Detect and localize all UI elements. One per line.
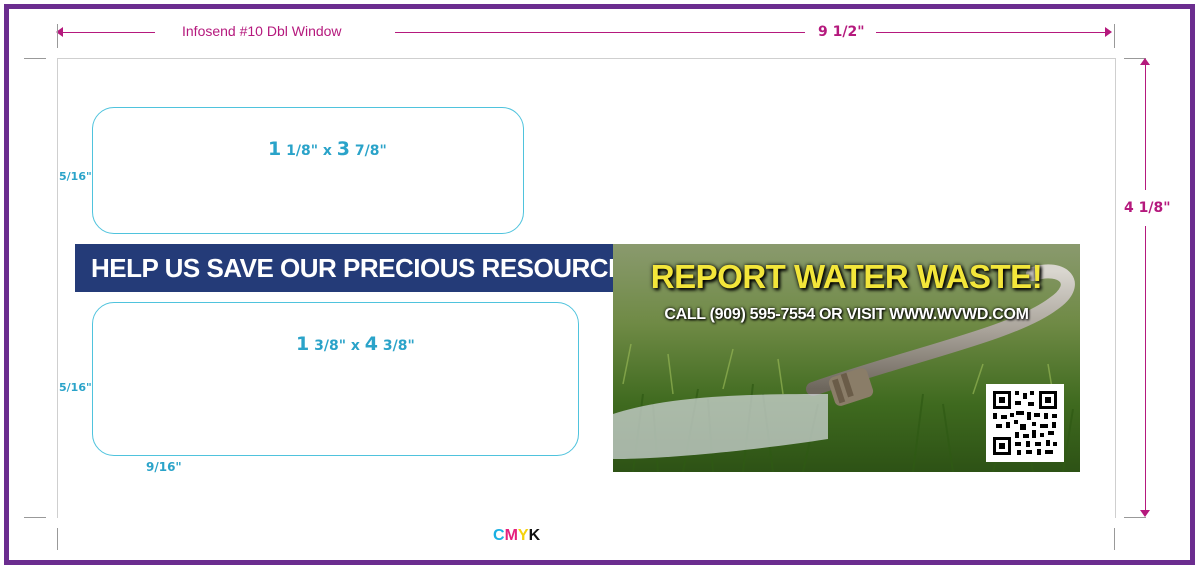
water-waste-ad: REPORT WATER WASTE! CALL (909) 595-7554 … <box>613 244 1080 472</box>
window-top-side-offset: 5/16" <box>59 170 92 183</box>
crop-mark <box>1114 528 1115 550</box>
width-label: 9 1/2" <box>818 24 865 40</box>
window-top-size-a: 1 <box>268 138 282 160</box>
cmyk-m: M <box>504 527 518 544</box>
window-top-size-b: 3 <box>336 138 351 160</box>
ad-title: REPORT WATER WASTE! <box>650 258 1043 295</box>
top-dim-line-left <box>60 32 155 33</box>
window-bottom <box>92 302 579 456</box>
window-bottom-size-a-frac: 3/8" x <box>309 338 365 354</box>
window-bottom-side-offset: 5/16" <box>59 381 92 394</box>
arrow-up-icon <box>1140 58 1150 65</box>
height-label: 4 1/8" <box>1124 200 1171 216</box>
arrow-down-icon <box>1140 510 1150 517</box>
window-top <box>92 107 524 234</box>
window-bottom-size-b: 4 <box>364 333 379 355</box>
arrow-right-icon <box>1105 27 1112 37</box>
qr-code-icon <box>986 384 1064 462</box>
window-top-size-b-frac: 7/8" <box>350 143 387 159</box>
crop-mark <box>24 517 46 518</box>
right-dim-line-bottom <box>1145 226 1146 511</box>
top-dim-line-mid <box>395 32 805 33</box>
window-top-size-label: 1 1/8" x 3 7/8" <box>268 138 387 160</box>
crop-mark <box>57 528 58 550</box>
cmyk-c: C <box>493 527 505 544</box>
envelope-title: Infosend #10 Dbl Window <box>182 23 342 39</box>
cmyk-label: CMYK <box>493 527 540 545</box>
crop-mark <box>1124 517 1146 518</box>
window-bottom-size-label: 1 3/8" x 4 3/8" <box>296 333 415 355</box>
crop-mark <box>1124 58 1146 59</box>
cmyk-k: K <box>528 527 541 544</box>
cmyk-y: Y <box>517 527 529 544</box>
arrow-left-icon <box>56 27 63 37</box>
right-dim-line-top <box>1145 64 1146 190</box>
crop-mark <box>57 24 58 48</box>
window-bottom-size-b-frac: 3/8" <box>378 338 415 354</box>
window-bottom-offset: 9/16" <box>146 460 182 474</box>
window-bottom-size-a: 1 <box>296 333 310 355</box>
ad-call-text: CALL (909) 595-7554 OR VISIT WWW.WVWD.CO… <box>664 306 1029 323</box>
top-dim-line-right <box>876 32 1106 33</box>
banner-headline: HELP US SAVE OUR PRECIOUS RESOURCE <box>75 244 625 292</box>
crop-mark <box>24 58 46 59</box>
envelope-outline <box>57 58 1116 518</box>
window-top-size-a-frac: 1/8" x <box>281 143 337 159</box>
crop-mark <box>1114 24 1115 48</box>
